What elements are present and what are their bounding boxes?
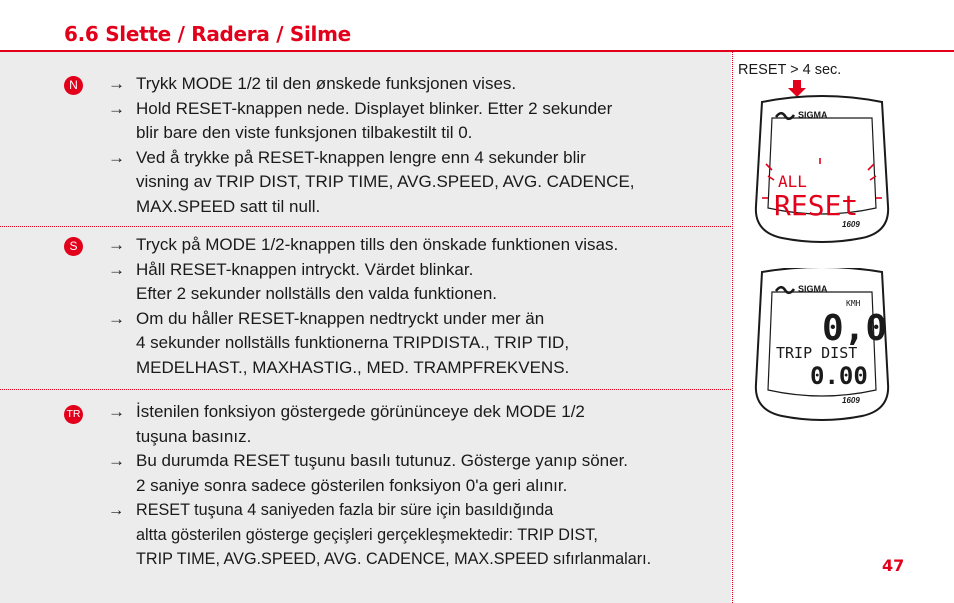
- arrow-right-icon: →: [108, 98, 125, 118]
- unit-label: KMH: [846, 299, 861, 308]
- arrow-right-icon: →: [108, 235, 125, 254]
- down-arrow-icon: [788, 80, 806, 97]
- instruction-item: →Hold RESET-knappen nede. Displayet blin…: [108, 98, 613, 143]
- instruction-item: →RESET tuşuna 4 saniyeden fazla bir süre…: [108, 498, 728, 572]
- instruction-item: →İstenilen fonksiyon göstergede görününc…: [108, 402, 585, 446]
- instruction-item: →Bu durumda RESET tuşunu basılı tutunuz.…: [108, 451, 629, 495]
- instruction-list: →Trykk MODE 1/2 til den ønskede funksjon…: [108, 72, 728, 219]
- model-label: 1609: [842, 396, 860, 405]
- content-panel: [0, 52, 731, 603]
- device-reset-illustration: SIGMA ALL RESEt 1609: [754, 80, 890, 243]
- section-separator-1: [0, 226, 731, 227]
- instruction-item: →Ved å trykke på RESET-knappen lengre en…: [108, 147, 635, 216]
- instruction-item: →Trykk MODE 1/2 til den ønskede funksjon…: [108, 72, 728, 97]
- instruction-list: →Tryck på MODE 1/2-knappen tills den öns…: [108, 233, 728, 380]
- trip-dist-label: TRIP DIST: [776, 344, 857, 362]
- vertical-divider: [732, 52, 733, 603]
- instruction-item: →Om du håller RESET-knappen nedtryckt un…: [108, 308, 570, 377]
- language-badge-s: S: [64, 237, 83, 256]
- instruction-list: →İstenilen fonksiyon göstergede görününc…: [108, 400, 728, 572]
- display-line-all: ALL: [778, 172, 807, 191]
- display-line-reset: RESEt: [774, 189, 858, 222]
- trip-dist-readout: 0.00: [810, 362, 868, 390]
- page-header: 6.6 Slette / Radera / Silme: [0, 0, 954, 52]
- arrow-right-icon: →: [108, 259, 125, 279]
- instruction-item: →Tryck på MODE 1/2-knappen tills den öns…: [108, 233, 728, 258]
- arrow-right-icon: →: [108, 308, 125, 328]
- language-badge-tr: TR: [64, 405, 83, 424]
- instruction-item: →Håll RESET-knappen intryckt. Värdet bli…: [108, 259, 498, 304]
- sigma-logo-icon: [774, 111, 796, 121]
- arrow-right-icon: →: [108, 501, 125, 519]
- device-trip-dist-illustration: SIGMA KMH 0,0 TRIP DIST 0.00 1609: [754, 268, 890, 421]
- blink-marks: [762, 158, 882, 199]
- arrow-right-icon: →: [108, 451, 125, 470]
- arrow-right-icon: →: [108, 402, 125, 421]
- speed-readout: 0,0: [822, 308, 887, 349]
- section-separator-2: [0, 389, 731, 390]
- section-title: 6.6 Slette / Radera / Silme: [64, 22, 351, 46]
- brand-label: SIGMA: [798, 284, 828, 294]
- arrow-right-icon: →: [108, 74, 125, 93]
- language-badge-n: N: [64, 76, 83, 95]
- reset-caption: RESET > 4 sec.: [738, 62, 842, 78]
- model-label: 1609: [842, 220, 860, 229]
- page-number: 47: [882, 556, 905, 575]
- arrow-right-icon: →: [108, 147, 125, 167]
- brand-label: SIGMA: [798, 110, 828, 120]
- header-rule: [0, 50, 954, 52]
- sigma-logo-icon: [774, 285, 796, 295]
